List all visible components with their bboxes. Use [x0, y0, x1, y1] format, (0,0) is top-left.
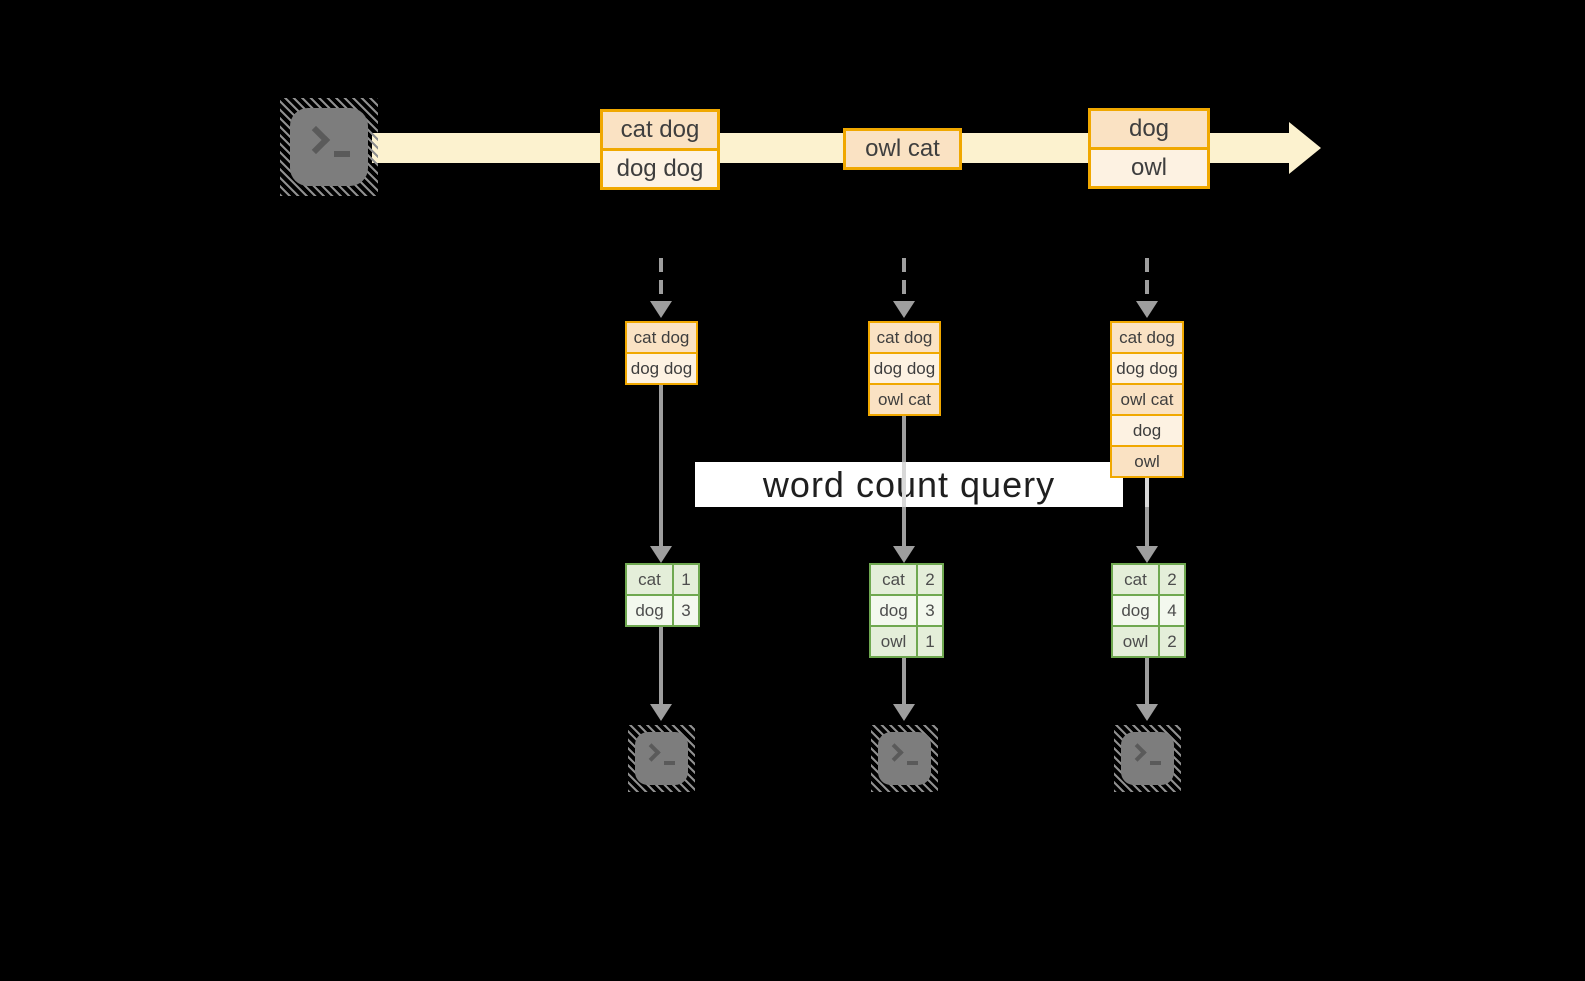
batch-line: cat dog [870, 323, 939, 352]
batch-line: dog dog [1112, 354, 1182, 383]
arrowhead-icon [1136, 704, 1158, 721]
count-cell: 3 [918, 596, 942, 625]
batch-line: owl [1112, 447, 1182, 476]
sink-terminal-icon-2 [871, 725, 938, 792]
micro-batch-box-2: cat dog dog dog owl cat [868, 321, 941, 416]
trigger-arrow-3 [1145, 258, 1149, 302]
word-cell: owl [871, 627, 916, 656]
batch-line: cat dog [627, 323, 696, 352]
stream-event-box-2: owl cat [843, 128, 962, 170]
arrowhead-icon [650, 301, 672, 318]
arrowhead-icon [650, 546, 672, 563]
word-count-table-1: cat 1 dog 3 [625, 563, 700, 627]
batch-line: cat dog [1112, 323, 1182, 352]
word-cell: cat [1113, 565, 1158, 594]
event-line: owl [1091, 150, 1207, 186]
prompt-chevron-icon [1128, 743, 1147, 762]
query-connector-3 [1145, 474, 1149, 546]
prompt-chevron-icon [885, 743, 904, 762]
count-cell: 2 [1160, 565, 1184, 594]
stream-arrowhead-icon [1289, 122, 1321, 174]
connector-overlap [1145, 462, 1149, 507]
stream-event-box-3: dog owl [1088, 108, 1210, 189]
count-cell: 1 [674, 565, 698, 594]
event-line: owl cat [846, 131, 959, 167]
prompt-underscore-icon [1150, 761, 1161, 765]
batch-line: owl cat [870, 385, 939, 414]
arrowhead-icon [1136, 546, 1158, 563]
arrowhead-icon [650, 704, 672, 721]
batch-line: dog dog [627, 354, 696, 383]
output-arrow-2 [902, 658, 906, 705]
count-cell: 4 [1160, 596, 1184, 625]
word-cell: dog [871, 596, 916, 625]
sink-terminal-icon-3 [1114, 725, 1181, 792]
sink-terminal-icon-1 [628, 725, 695, 792]
count-cell: 2 [918, 565, 942, 594]
prompt-underscore-icon [907, 761, 918, 765]
word-count-table-3: cat 2 dog 4 owl 2 [1111, 563, 1186, 658]
batch-line: dog [1112, 416, 1182, 445]
connector-overlap [902, 462, 906, 507]
micro-batch-box-3: cat dog dog dog owl cat dog owl [1110, 321, 1184, 478]
prompt-underscore-icon [664, 761, 675, 765]
count-cell: 1 [918, 627, 942, 656]
word-cell: dog [627, 596, 672, 625]
query-label: word count query [695, 462, 1123, 507]
word-cell: cat [627, 565, 672, 594]
word-cell: cat [871, 565, 916, 594]
output-arrow-3 [1145, 658, 1149, 705]
stream-event-box-1: cat dog dog dog [600, 109, 720, 190]
source-terminal-icon [280, 98, 378, 196]
output-arrow-1 [659, 627, 663, 705]
arrowhead-icon [893, 704, 915, 721]
prompt-underscore-icon [334, 151, 350, 157]
word-count-table-2: cat 2 dog 3 owl 1 [869, 563, 944, 658]
micro-batch-box-1: cat dog dog dog [625, 321, 698, 385]
query-connector-1 [659, 383, 663, 546]
batch-line: owl cat [1112, 385, 1182, 414]
trigger-arrow-1 [659, 258, 663, 302]
terminal-screen [1121, 732, 1174, 785]
arrowhead-icon [893, 546, 915, 563]
count-cell: 3 [674, 596, 698, 625]
event-line: dog [1091, 111, 1207, 147]
event-line: cat dog [603, 112, 717, 148]
prompt-chevron-icon [301, 125, 331, 155]
batch-line: dog dog [870, 354, 939, 383]
terminal-screen [878, 732, 931, 785]
terminal-screen [290, 108, 368, 186]
count-cell: 2 [1160, 627, 1184, 656]
prompt-chevron-icon [642, 743, 661, 762]
arrowhead-icon [1136, 301, 1158, 318]
arrowhead-icon [893, 301, 915, 318]
word-cell: dog [1113, 596, 1158, 625]
terminal-screen [635, 732, 688, 785]
event-line: dog dog [603, 151, 717, 187]
trigger-arrow-2 [902, 258, 906, 302]
word-cell: owl [1113, 627, 1158, 656]
